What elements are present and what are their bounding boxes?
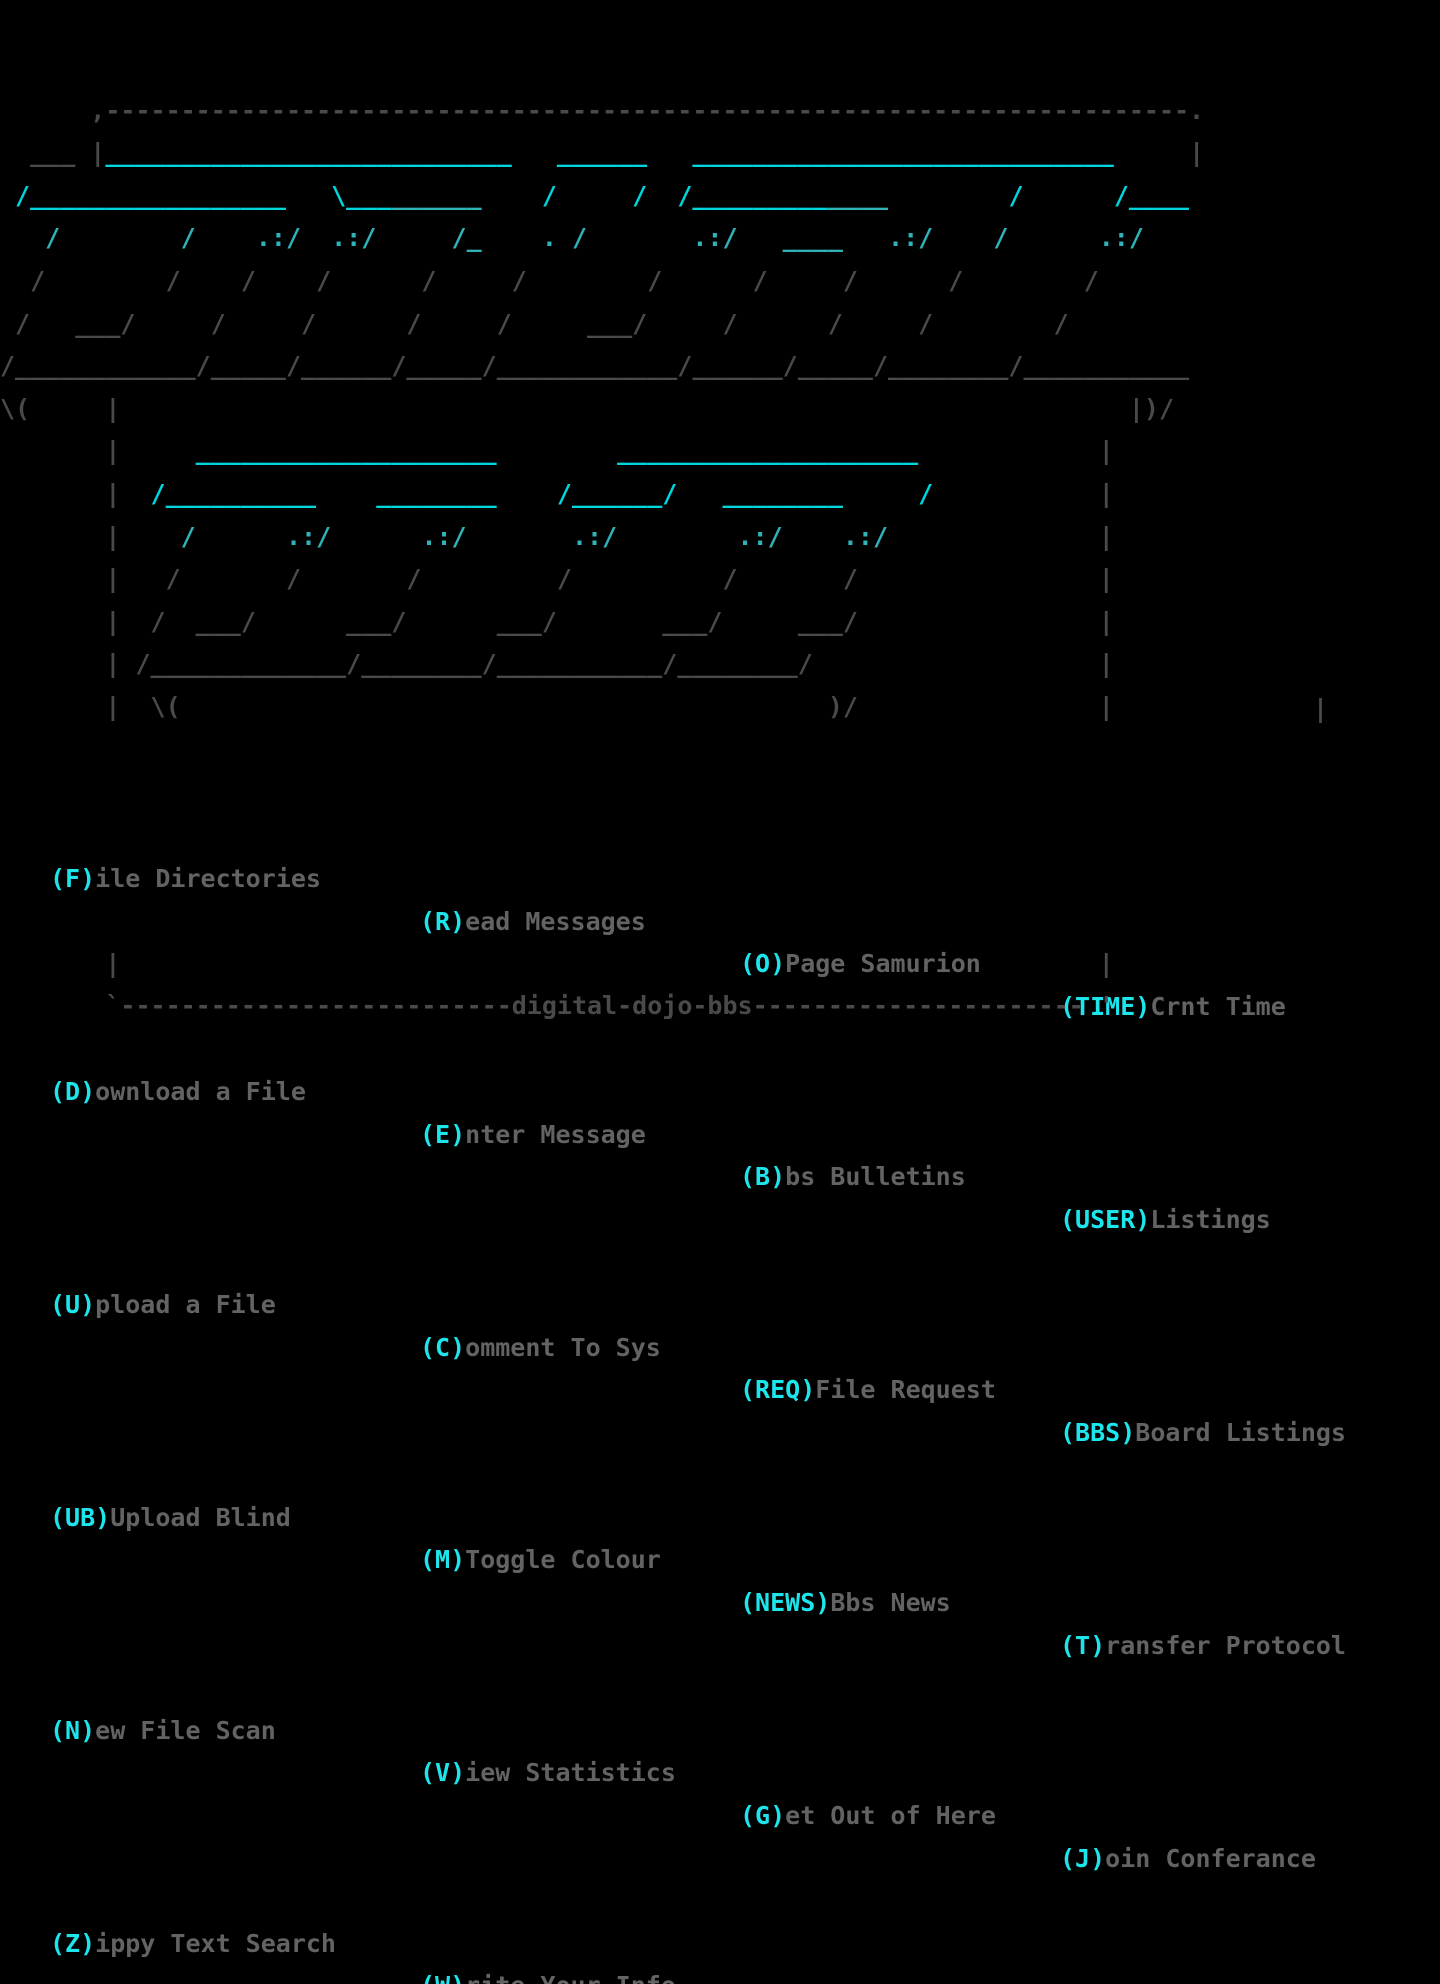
menu-label: Page Samurion [785, 949, 981, 979]
menu-label: Listings [1150, 1204, 1271, 1234]
menu-item-upload-a-file[interactable]: (U)pload a File [50, 1284, 276, 1327]
menu-item-get-out-of-here[interactable]: (G)et Out of Here [740, 1795, 996, 1838]
menu-item-upload-blind[interactable]: (UB)Upload Blind [50, 1497, 291, 1540]
menu-item-user-listings[interactable]: (USER)Listings [1060, 1199, 1271, 1242]
menu-label: nter Message [465, 1119, 646, 1149]
menu-key: (R) [420, 906, 466, 936]
menu-item-transfer-protocol[interactable]: (T)ransfer Protocol [1060, 1625, 1346, 1668]
menu-label: ead Messages [465, 906, 646, 936]
menu-item-file-directories[interactable]: (F)ile Directories [50, 858, 321, 901]
art-line: /_________________ \___ [0, 180, 392, 210]
art-line: /____________/_____/______/_____/_______… [0, 351, 1190, 381]
menu-key: (D) [50, 1076, 96, 1106]
footer-bbs-name: digital-dojo-bbs [511, 991, 753, 1021]
menu-row: (N)ew File Scan (V)iew Statistics (G)et … [0, 1667, 1440, 1873]
art-line: \( | |)/ [0, 393, 1174, 423]
art-line: | [0, 521, 136, 551]
menu-key: (O) [740, 949, 786, 979]
menu-key: (F) [50, 863, 96, 893]
menu-key: (UB) [50, 1502, 111, 1532]
art-line: | /_____________/________/___________/__… [105, 649, 1114, 679]
art-line: | | [105, 948, 1114, 978]
menu-key: (J) [1060, 1843, 1106, 1873]
art-line: | [0, 436, 196, 466]
menu-item-view-statistics[interactable]: (V)iew Statistics [420, 1752, 676, 1795]
menu-label: ransfer Protocol [1105, 1630, 1346, 1660]
menu-item-enter-message[interactable]: (E)nter Message [420, 1114, 646, 1157]
menu-item-board-listings[interactable]: (BBS)Board Listings [1060, 1412, 1346, 1455]
art-line: ,---------------------------------------… [90, 95, 1205, 125]
menu-item-file-request[interactable]: (REQ)File Request [740, 1369, 996, 1412]
menu-label: Toggle Colour [465, 1545, 661, 1575]
menu-key: (C) [420, 1332, 466, 1362]
ascii-art-header-logo: ,---------------------------------------… [0, 95, 1205, 721]
art-line: / ___/ / / / / ___/ / / / / [15, 308, 1069, 338]
menu-label: rite Your Info [465, 1971, 676, 1984]
footer-banner-line: `-------------------------- [0, 991, 512, 1021]
bbs-terminal-screen: ,---------------------------------------… [0, 95, 1346, 1984]
menu-label: ownload a File [95, 1076, 306, 1106]
art-line: / / .:/ .:/ /_ . / .:/ ____ .:/ / .:/ [45, 223, 1144, 253]
menu-key: (Z) [50, 1928, 96, 1958]
menu-label: oin Conferance [1105, 1843, 1316, 1873]
menu-label: ile Directories [95, 863, 321, 893]
menu-item-page-samurion[interactable]: (O)Page Samurion [740, 943, 981, 986]
menu-label: omment To Sys [465, 1332, 661, 1362]
art-line: ___ | [0, 138, 106, 168]
menu-item-download-a-file[interactable]: (D)ownload a File [50, 1071, 306, 1114]
menu-label: Bbs News [830, 1588, 951, 1618]
menu-label: Board Listings [1135, 1417, 1346, 1447]
menu-row: (Z)ippy Text Search (W)rite Your Info (X… [0, 1880, 1440, 1984]
art-line: | [0, 478, 151, 508]
menu-item-bbs-bulletins[interactable]: (B)bs Bulletins [740, 1156, 966, 1199]
menu-row: (F)ile Directories (R)ead Messages (O)Pa… [0, 815, 1440, 1021]
menu-item-read-messages[interactable]: (R)ead Messages [420, 901, 646, 944]
art-line: | / ___/ ___/ ___/ ___/ ___/ | [105, 606, 1114, 636]
art-line: | / / / / / / | [105, 564, 1114, 594]
menu-label: ew File Scan [95, 1715, 276, 1745]
menu-box-right-border: | [1313, 694, 1329, 723]
menu-key: (U) [50, 1289, 96, 1319]
menu-key: (V) [420, 1758, 466, 1788]
menu-key: (NEWS) [740, 1588, 831, 1618]
menu-item-bbs-news[interactable]: (NEWS)Bbs News [740, 1582, 951, 1625]
menu-item-toggle-colour[interactable]: (M)Toggle Colour [420, 1539, 661, 1582]
menu-row: (UB)Upload Blind (M)Toggle Colour (NEWS)… [0, 1454, 1440, 1660]
menu-row: (U)pload a File (C)omment To Sys (REQ)Fi… [0, 1241, 1440, 1447]
ascii-art-footer: | | `--------------------------digital-d… [0, 900, 1440, 1070]
menu-key: (N) [50, 1715, 96, 1745]
menu-item-join-conference[interactable]: (J)oin Conferance [1060, 1838, 1316, 1881]
menu-key: (T) [1060, 1630, 1106, 1660]
main-command-menu: (F)ile Directories (R)ead Messages (O)Pa… [0, 645, 1440, 1984]
menu-label: et Out of Here [785, 1801, 996, 1831]
menu-key: (REQ) [740, 1375, 816, 1405]
menu-item-comment-to-sysop[interactable]: (C)omment To Sys [420, 1327, 661, 1370]
art-line: | \( )/ | [105, 691, 1114, 721]
menu-key: (M) [420, 1545, 466, 1575]
menu-label: ippy Text Search [95, 1928, 336, 1958]
menu-key: (B) [740, 1162, 786, 1192]
menu-label: Upload Blind [110, 1502, 291, 1532]
menu-key: (G) [740, 1801, 786, 1831]
menu-label: iew Statistics [465, 1758, 676, 1788]
menu-key: (USER) [1060, 1204, 1151, 1234]
menu-label: File Request [815, 1375, 996, 1405]
menu-key: (BBS) [1060, 1417, 1136, 1447]
menu-item-zippy-text-search[interactable]: (Z)ippy Text Search [50, 1923, 336, 1966]
art-line: ---------------------- ' [752, 991, 1114, 1021]
art-line: / / / / / / / / / / / [30, 265, 1099, 295]
menu-key: (E) [420, 1119, 466, 1149]
menu-key: (W) [420, 1971, 465, 1984]
menu-item-write-your-info[interactable]: (W)rite Your Info [420, 1965, 676, 1984]
menu-label: pload a File [95, 1289, 276, 1319]
menu-label: bs Bulletins [785, 1162, 966, 1192]
menu-item-new-file-scan[interactable]: (N)ew File Scan [50, 1710, 276, 1753]
